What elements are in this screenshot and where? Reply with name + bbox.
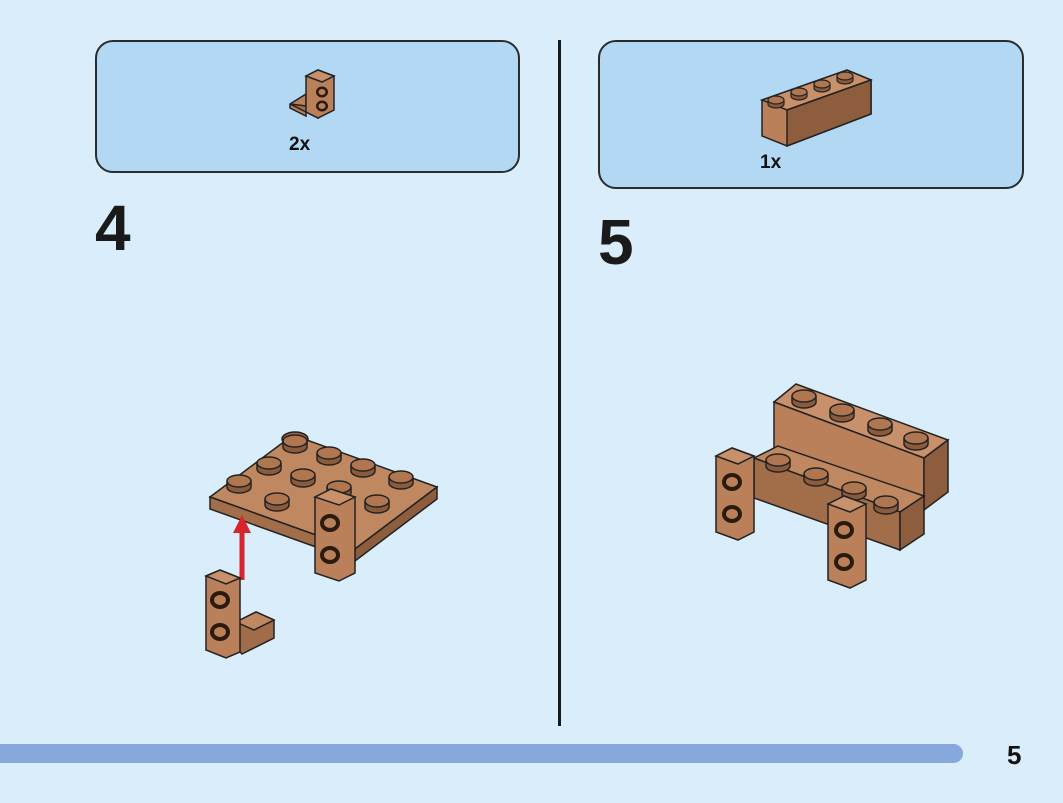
- page-number: 5: [1007, 740, 1022, 770]
- step-5-panel: 1x 5: [598, 40, 1024, 589]
- progress-bar: [0, 744, 963, 763]
- part-quantity: 2x: [289, 134, 311, 155]
- loose-bracket-icon: [204, 569, 276, 659]
- step-4-panel: 2x 4: [0, 0, 531, 740]
- parts-callout: 2x: [95, 40, 520, 173]
- brown-plate-assembly-with-bracket-icon: [208, 431, 439, 582]
- step-number: 5: [598, 206, 634, 278]
- parts-callout: 1x: [598, 40, 1024, 189]
- part-quantity: 1x: [760, 152, 782, 173]
- brown-brick-1x4-icon: [759, 69, 874, 148]
- brown-bracket-1x2-2x2-icon: [289, 69, 336, 120]
- step-divider: [558, 40, 561, 726]
- red-up-arrow-icon: [233, 515, 251, 580]
- brown-bench-assembly-icon: [714, 383, 950, 589]
- step-number: 4: [95, 192, 131, 264]
